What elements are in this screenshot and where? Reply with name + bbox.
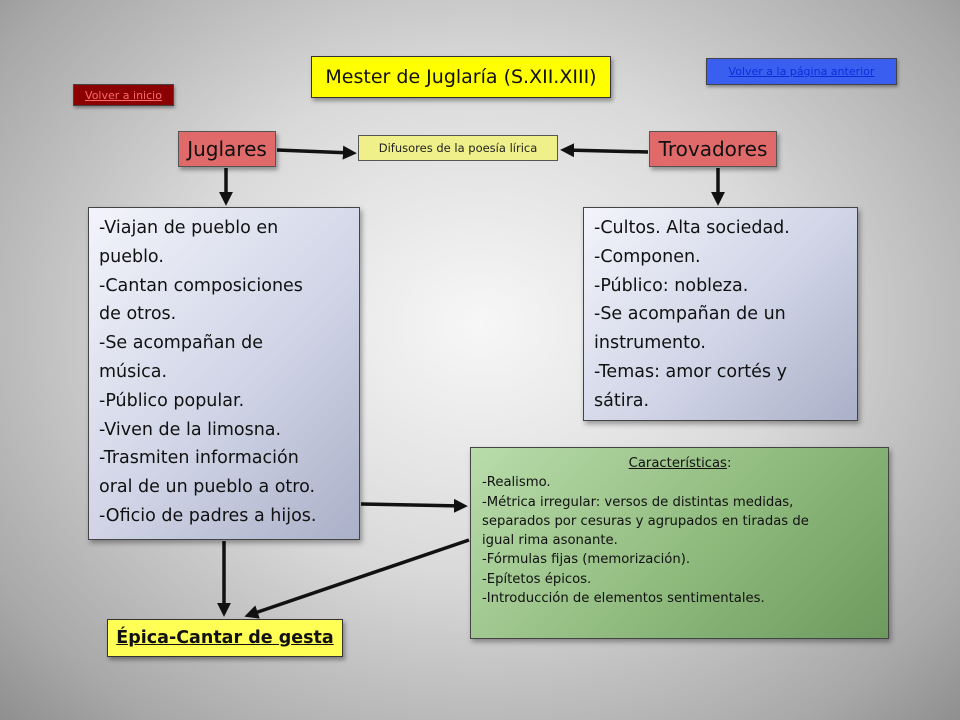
list-item: -Se acompañan de un: [594, 304, 786, 325]
list-item: instrumento.: [594, 333, 706, 354]
features-title-colon: :: [726, 456, 732, 471]
list-item: -Temas: amor cortés y: [594, 361, 787, 382]
features-box: Características: -Realismo. -Métrica irr…: [470, 447, 889, 639]
list-item: -Fórmulas fijas (memorización).: [482, 552, 691, 568]
features-title: Características:: [482, 454, 878, 473]
epica-result-box: Épica-Cantar de gesta: [107, 619, 343, 657]
list-item: -Viajan de pueblo en: [99, 218, 279, 238]
features-title-text: Características: [628, 456, 727, 471]
trovadores-box: Trovadores: [649, 131, 777, 167]
list-item: -Público: nobleza.: [594, 275, 749, 296]
juglares-traits-list: -Viajan de pueblo en pueblo. -Cantan com…: [88, 207, 360, 540]
list-item: separados por cesuras y agrupados en tir…: [482, 513, 809, 529]
list-item: -Oficio de padres a hijos.: [99, 505, 317, 526]
list-item: -Introducción de elementos sentimentales…: [482, 591, 765, 607]
list-item: igual rima asonante.: [482, 533, 618, 549]
list-item: -Componen.: [594, 246, 701, 267]
list-item: sátira.: [594, 390, 650, 411]
page-title: Mester de Juglaría (S.XII.XIII): [311, 56, 611, 98]
list-item: de otros.: [99, 304, 177, 325]
list-item: -Cantan composiciones: [99, 275, 303, 296]
arrow-juglares-to-diffusers: [276, 145, 357, 160]
list-item: -Realismo.: [482, 475, 551, 491]
list-item: -Público popular.: [99, 390, 245, 411]
previous-page-link[interactable]: Volver a la página anterior: [706, 58, 897, 85]
back-to-home-link[interactable]: Volver a inicio: [73, 84, 174, 106]
list-item: oral de un pueblo a otro.: [99, 477, 316, 498]
list-item: pueblo.: [99, 246, 164, 267]
list-item: música.: [99, 361, 168, 382]
diffusers-box: Difusores de la poesía lírica: [358, 135, 558, 161]
arrow-list-to-features: [360, 498, 468, 513]
trovadores-traits-list: -Cultos. Alta sociedad. -Componen. -Públ…: [583, 207, 858, 421]
list-item: -Epítetos épicos.: [482, 571, 592, 587]
arrow-trovadores-to-diffusers: [560, 143, 649, 158]
list-item: -Trasmiten información: [99, 448, 299, 469]
juglares-box: Juglares: [178, 131, 276, 167]
list-item: -Cultos. Alta sociedad.: [594, 218, 790, 238]
list-item: -Métrica irregular: versos de distintas …: [482, 494, 794, 510]
list-item: -Se acompañan de: [99, 333, 264, 354]
arrow-features-to-epica: [244, 538, 470, 619]
list-item: -Viven de la limosna.: [99, 419, 282, 440]
